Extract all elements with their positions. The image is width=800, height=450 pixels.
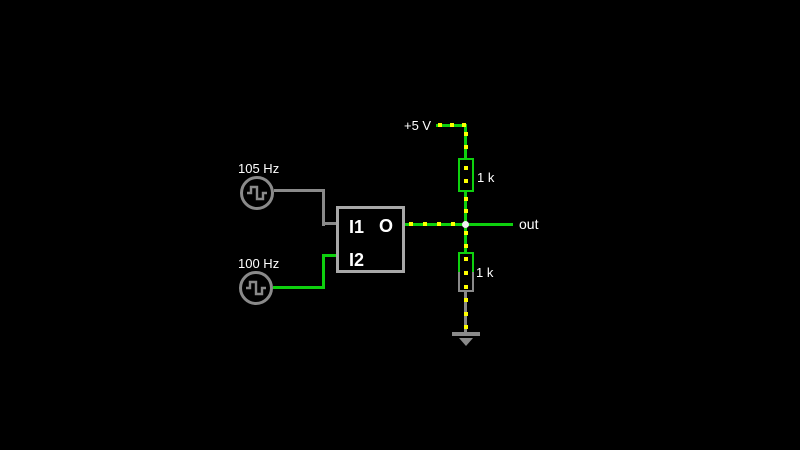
current-dot — [437, 222, 441, 226]
wire-input1-b[interactable] — [322, 189, 325, 226]
junction-dot — [462, 221, 469, 228]
ac-source-1[interactable] — [240, 176, 274, 210]
wire-supply-vertical[interactable] — [464, 124, 467, 159]
current-dot — [409, 222, 413, 226]
current-dot — [451, 222, 455, 226]
current-dot — [464, 325, 468, 329]
current-dot — [438, 123, 442, 127]
resistor-1k-bottom-lower-half[interactable] — [458, 272, 474, 292]
resistor-1k-bottom[interactable] — [458, 252, 474, 272]
current-dot — [464, 132, 468, 136]
current-dot — [464, 231, 468, 235]
resistor-1k-bottom-label: 1 k — [476, 265, 494, 280]
current-dot — [464, 244, 468, 248]
wire-input1-a[interactable] — [274, 189, 324, 192]
current-dot — [464, 257, 468, 261]
ac-source-2[interactable] — [239, 271, 273, 305]
current-dot — [462, 123, 466, 127]
current-dot — [423, 222, 427, 226]
resistor-1k-top-label: 1 k — [477, 170, 495, 185]
resistor-1k-top[interactable] — [458, 158, 474, 192]
wire-input2-b[interactable] — [322, 254, 325, 289]
gate-pin-o: O — [379, 216, 394, 236]
ground-triangle — [459, 338, 473, 346]
wire-output-horizontal[interactable] — [403, 223, 513, 226]
current-dot — [464, 285, 468, 289]
wire-input2-a[interactable] — [273, 286, 325, 289]
source2-frequency-label: 100 Hz — [238, 256, 280, 271]
current-dot — [464, 312, 468, 316]
current-dot — [464, 145, 468, 149]
output-node-label[interactable]: out — [519, 216, 539, 232]
source1-frequency-label: 105 Hz — [238, 161, 280, 176]
current-dot — [464, 209, 468, 213]
current-dot — [464, 298, 468, 302]
current-dot — [464, 179, 468, 183]
gate-pin-i1: I1 — [349, 217, 365, 237]
custom-logic-gate[interactable]: I1 I2 O — [336, 206, 405, 273]
wire-input2-c[interactable] — [322, 254, 338, 257]
supply-voltage-label: +5 V — [404, 118, 432, 133]
square-wave-icon — [247, 185, 267, 201]
ground-bar — [452, 332, 480, 336]
gate-pin-i2: I2 — [349, 250, 365, 270]
current-dot — [464, 166, 468, 170]
square-wave-icon — [246, 280, 266, 296]
current-dot — [450, 123, 454, 127]
current-dot — [464, 271, 468, 275]
current-dot — [464, 197, 468, 201]
wire-input1-c[interactable] — [322, 222, 338, 225]
